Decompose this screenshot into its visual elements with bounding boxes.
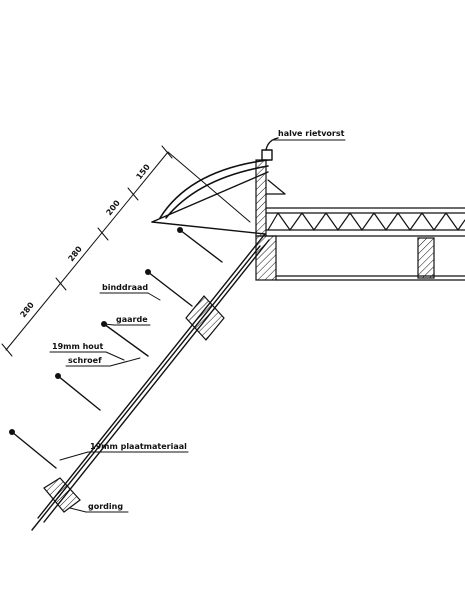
flat-roof-truss bbox=[265, 179, 465, 237]
label-gaarde: gaarde bbox=[116, 315, 148, 324]
gording-block bbox=[43, 477, 81, 513]
dimension-150: 150 bbox=[134, 162, 152, 181]
upper-purlin bbox=[185, 295, 225, 341]
dimension-line bbox=[1, 145, 251, 357]
label-schroef: schroef bbox=[68, 356, 102, 365]
ridge-curve bbox=[159, 159, 269, 219]
label-19mm-plaatmateriaal: 19mm plaatmateriaal bbox=[90, 442, 187, 451]
label-halve-rietvorst: halve rietvorst bbox=[278, 129, 345, 138]
dimension-200: 200 bbox=[104, 198, 122, 217]
gaarde-rods bbox=[11, 229, 223, 469]
thatch-slope bbox=[31, 171, 270, 531]
gaarde-rod-ends bbox=[9, 227, 183, 435]
ridge-cap bbox=[261, 137, 279, 161]
dimension-280-upper: 280 bbox=[66, 244, 84, 263]
ridge-post bbox=[255, 159, 267, 237]
leader-lines bbox=[49, 139, 346, 513]
label-binddraad: binddraad bbox=[102, 283, 148, 292]
flat-roof-structure bbox=[255, 235, 465, 281]
label-19mm-hout: 19mm hout bbox=[52, 342, 103, 351]
label-gording: gording bbox=[88, 502, 123, 511]
